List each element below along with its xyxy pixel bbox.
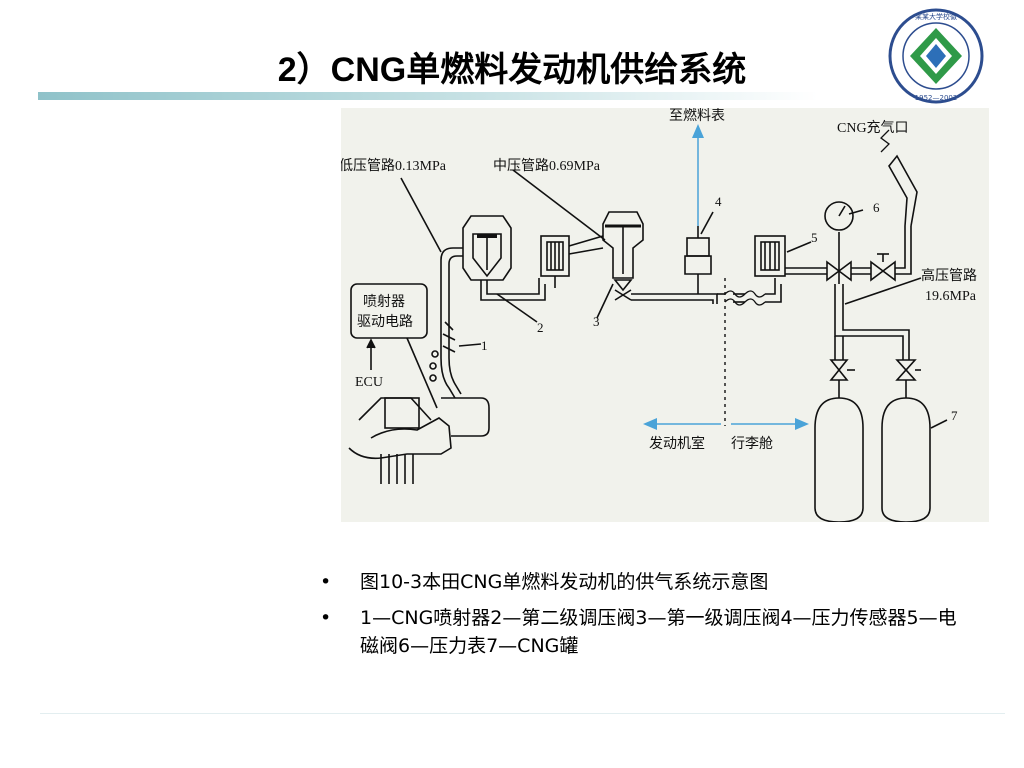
university-logo: 某某大学校徽 1952—2002 xyxy=(888,8,984,104)
caption-list: • 图10-3本田CNG单燃料发动机的供气系统示意图 • 1—CNG喷射器2—第… xyxy=(320,568,970,668)
slide-title: 2）CNG单燃料发动机供给系统 xyxy=(277,51,747,89)
caption-text-2: 1—CNG喷射器2—第二级调压阀3—第一级调压阀4—压力传感器5—电磁阀6—压力… xyxy=(360,607,957,657)
diagram-svg: 至燃料表 CNG充气口 低压管路0.13MPa 中压管路0.69MPa 高压管路… xyxy=(341,108,977,522)
label-trunk: 行李舱 xyxy=(731,436,773,452)
label-low-pressure: 低压管路0.13MPa xyxy=(341,158,447,174)
cng-tank-left xyxy=(814,397,864,522)
label-injector-driver-line2: 驱动电路 xyxy=(357,314,413,330)
cng-supply-system-diagram: 至燃料表 CNG充气口 低压管路0.13MPa 中压管路0.69MPa 高压管路… xyxy=(341,108,989,522)
callout-5: 5 xyxy=(811,230,818,245)
label-ecu: ECU xyxy=(355,375,383,390)
first-stage-regulator xyxy=(602,211,644,279)
logo-top-text: 某某大学校徽 xyxy=(915,12,957,21)
bullet-dot: • xyxy=(320,607,332,629)
title-underline-bar xyxy=(38,92,818,100)
label-engine-room: 发动机室 xyxy=(649,435,705,452)
label-injector-driver-line1: 喷射器 xyxy=(363,294,405,310)
solenoid-valve-5 xyxy=(754,235,786,277)
caption-bullet-2: • 1—CNG喷射器2—第二级调压阀3—第一级调压阀4—压力传感器5—电磁阀6—… xyxy=(320,604,970,660)
pressure-sensor xyxy=(686,237,710,257)
label-mid-pressure: 中压管路0.69MPa xyxy=(493,158,601,174)
logo-years: 1952—2002 xyxy=(915,94,958,102)
second-stage-regulator xyxy=(462,215,512,281)
pipe-low-pressure xyxy=(440,247,463,283)
pressure-gauge xyxy=(824,201,854,231)
callout-3: 3 xyxy=(593,314,600,329)
caption-bullet-1: • 图10-3本田CNG单燃料发动机的供气系统示意图 xyxy=(320,568,970,596)
label-high-pressure-value: 19.6MPa xyxy=(925,289,977,304)
callout-2: 2 xyxy=(537,320,544,335)
cng-tank-right xyxy=(881,397,931,522)
caption-text-1: 图10-3本田CNG单燃料发动机的供气系统示意图 xyxy=(360,571,769,593)
footer-divider xyxy=(40,713,1005,714)
label-high-pressure: 高压管路 xyxy=(921,267,977,284)
callout-1: 1 xyxy=(481,338,488,353)
injector-driver-box xyxy=(350,283,428,339)
callout-4: 4 xyxy=(715,194,722,209)
label-to-fuel-gauge: 至燃料表 xyxy=(669,108,725,124)
callout-6: 6 xyxy=(873,200,880,215)
label-cng-inlet: CNG充气口 xyxy=(837,120,909,136)
bullet-dot: • xyxy=(320,571,332,593)
callout-7: 7 xyxy=(951,408,958,423)
